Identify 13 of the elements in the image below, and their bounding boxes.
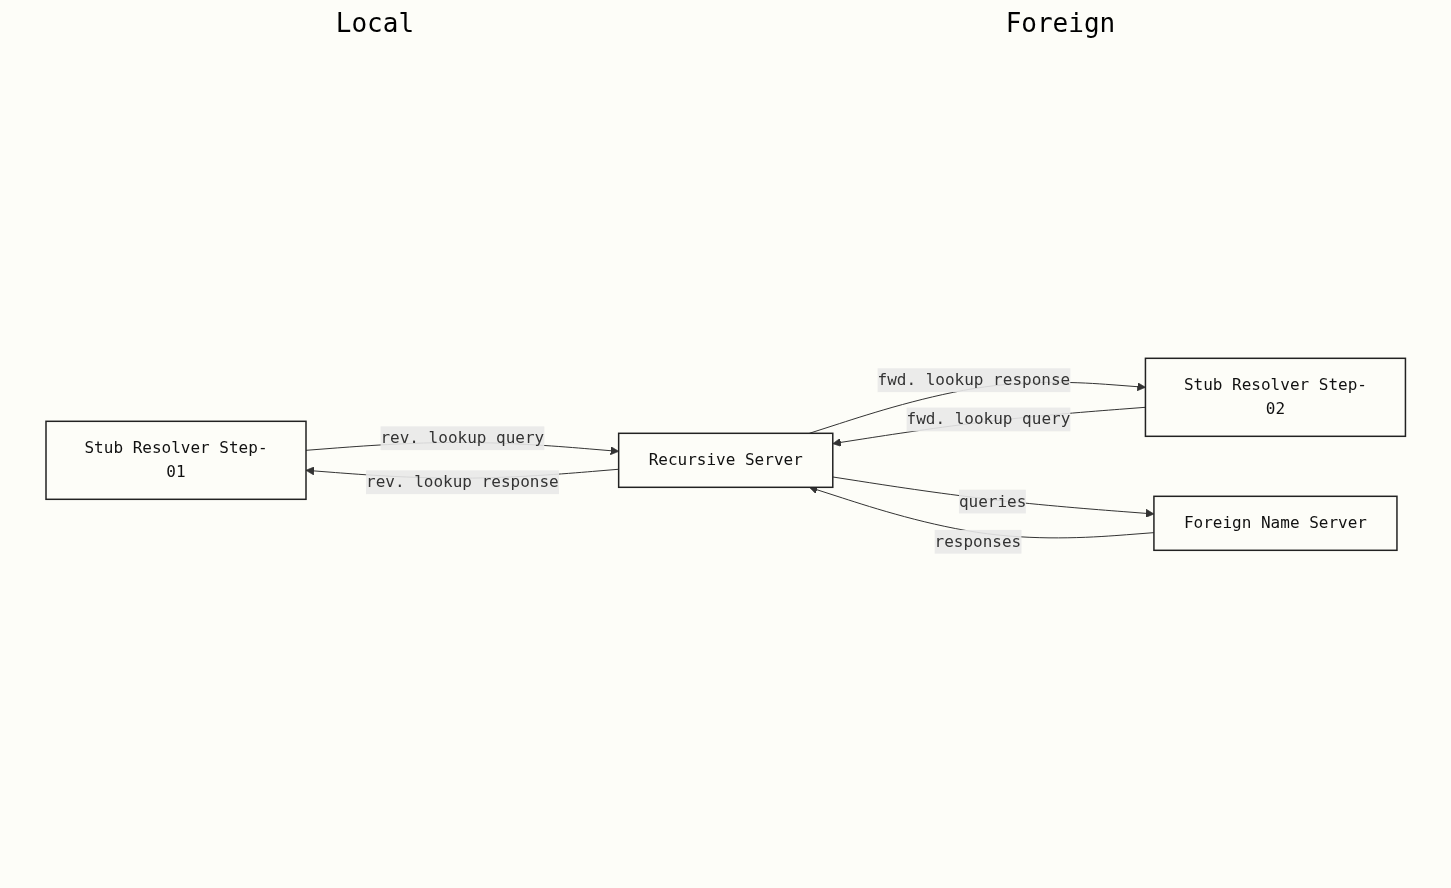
edge-label: fwd. lookup query bbox=[906, 409, 1071, 429]
node-box: Foreign Name Server bbox=[1152, 495, 1398, 552]
edge-label: queries bbox=[958, 491, 1027, 511]
region-heading: Local bbox=[335, 8, 415, 38]
arrow bbox=[832, 406, 1146, 447]
edge-label: rev. lookup response bbox=[365, 472, 559, 492]
edge-label: rev. lookup query bbox=[380, 428, 544, 448]
edge-label: responses bbox=[934, 531, 1022, 551]
node-box: Stub Resolver Step-02 bbox=[1144, 357, 1406, 438]
region-heading: Foreign bbox=[1005, 8, 1116, 38]
edge-label: fwd. lookup response bbox=[877, 370, 1070, 390]
node-box: Recursive Server bbox=[617, 432, 834, 489]
node-box: Stub Resolver Step-01 bbox=[45, 420, 307, 501]
